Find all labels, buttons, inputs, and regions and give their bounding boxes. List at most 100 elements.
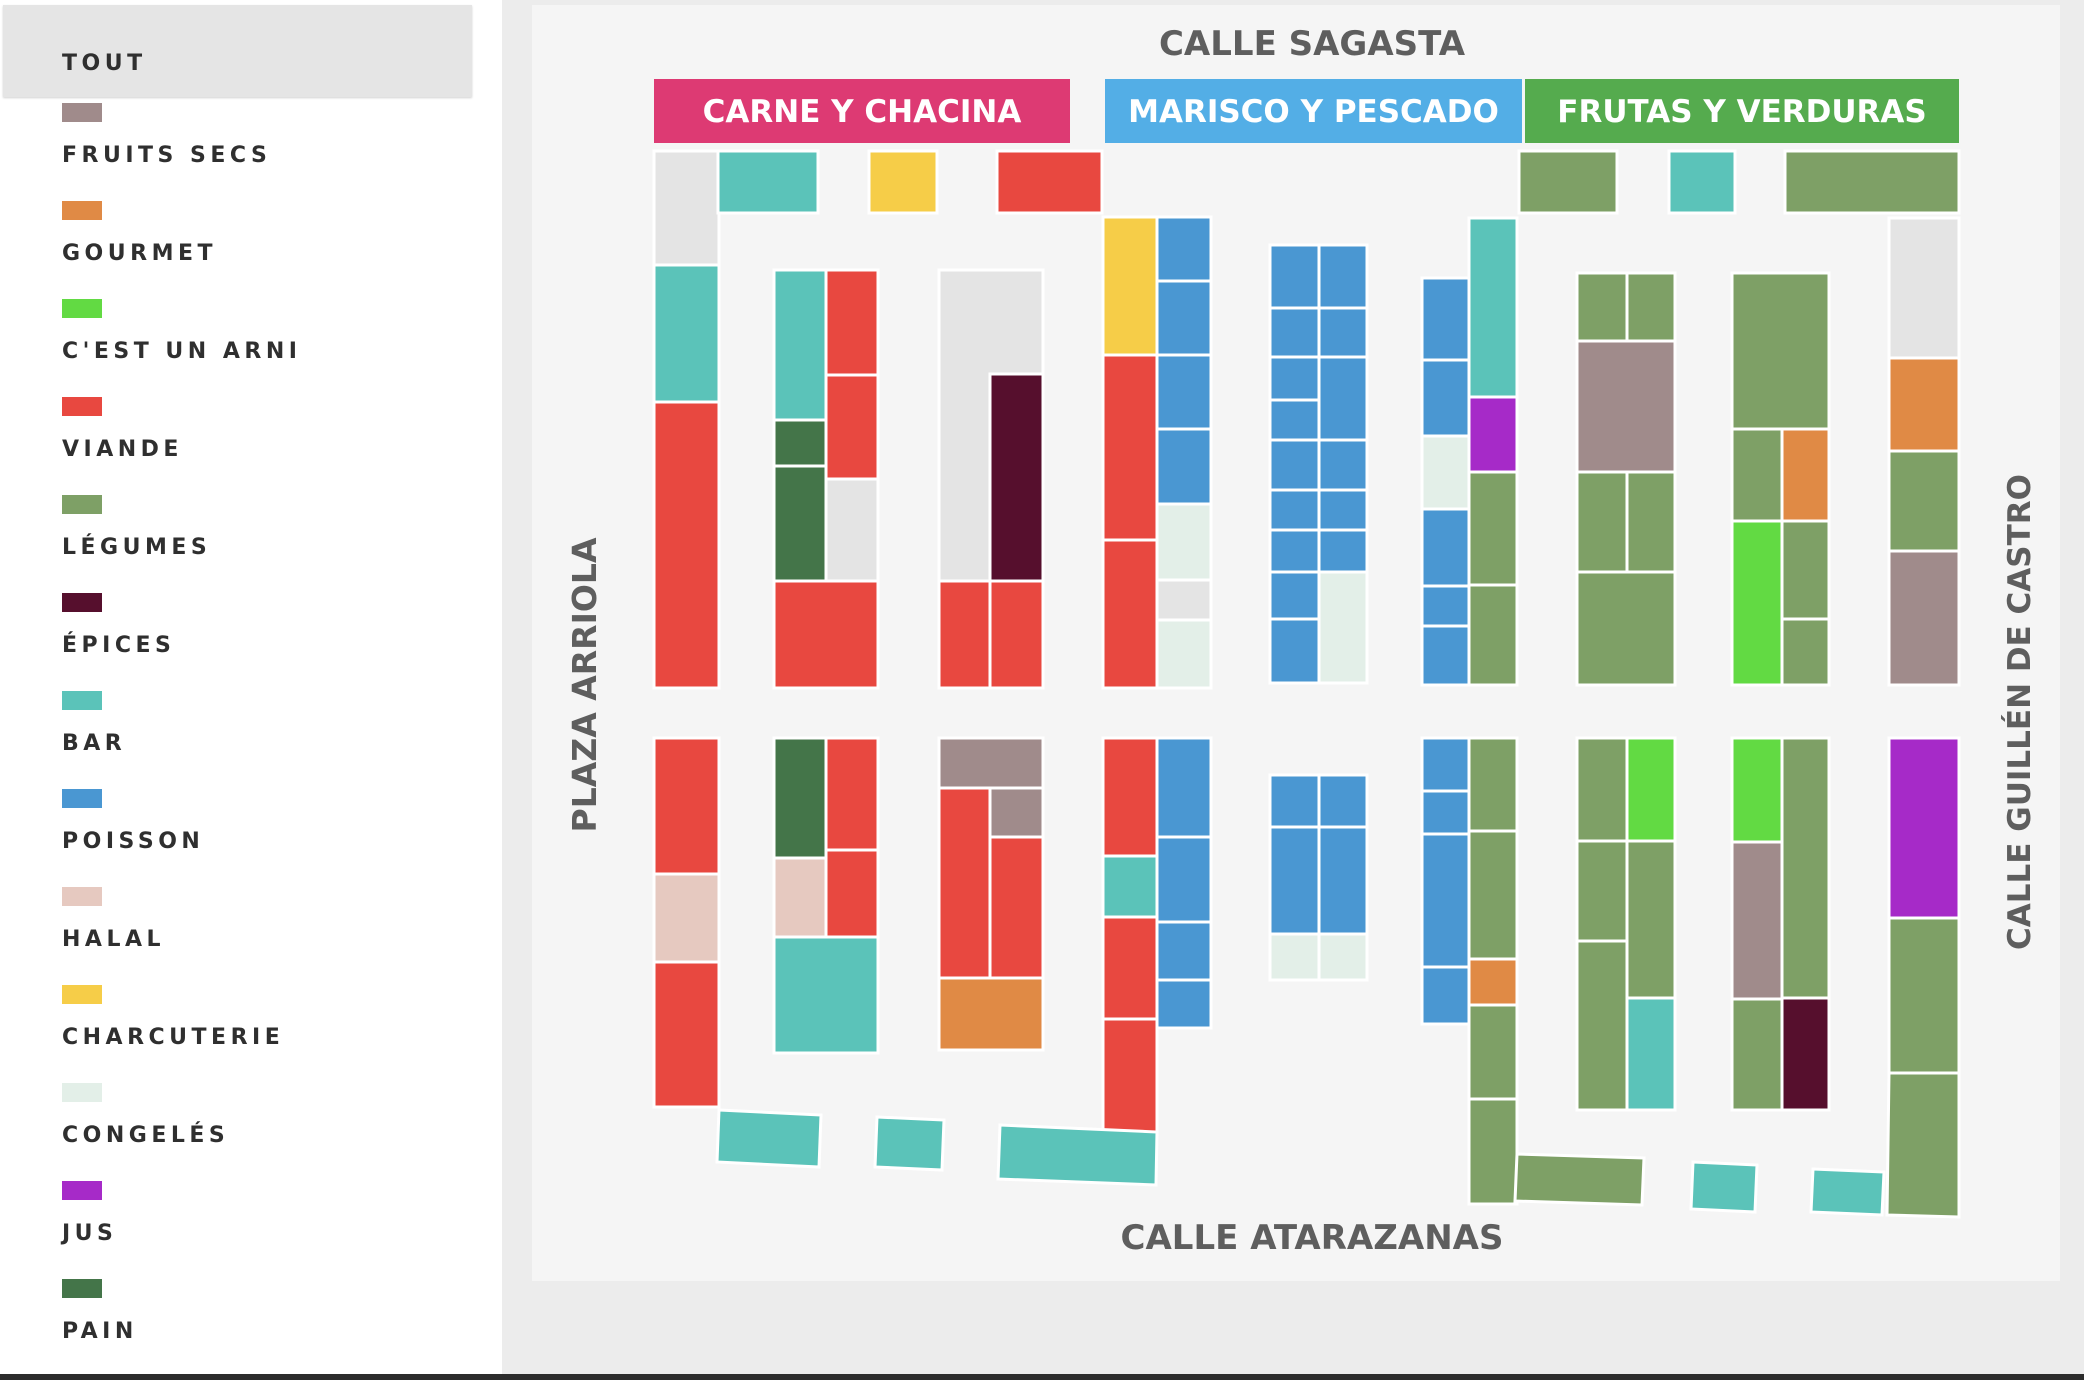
market-stall[interactable]	[1101, 353, 1159, 542]
market-stall[interactable]	[988, 786, 1045, 839]
market-stall[interactable]	[1885, 1071, 1961, 1219]
market-stall[interactable]	[1887, 736, 1961, 920]
market-stall[interactable]	[1155, 427, 1213, 506]
market-stall[interactable]	[1101, 736, 1159, 858]
market-stall[interactable]	[1420, 358, 1471, 438]
market-stall[interactable]	[1780, 736, 1831, 1000]
market-stall[interactable]	[824, 373, 880, 481]
market-stall[interactable]	[824, 268, 880, 377]
filter-item-epices[interactable]: ÉPICES	[0, 593, 480, 683]
market-stall[interactable]	[1317, 355, 1369, 442]
market-stall[interactable]	[1268, 438, 1321, 492]
market-stall[interactable]	[1625, 736, 1677, 843]
market-stall[interactable]	[1317, 932, 1369, 982]
market-stall[interactable]	[652, 736, 721, 876]
market-stall[interactable]	[772, 579, 880, 690]
market-stall[interactable]	[1268, 825, 1321, 936]
market-stall[interactable]	[772, 464, 828, 583]
market-stall[interactable]	[1467, 957, 1519, 1007]
market-stall[interactable]	[1268, 306, 1321, 359]
market-stall[interactable]	[1268, 932, 1321, 982]
market-stall[interactable]	[1575, 271, 1629, 343]
market-stall[interactable]	[652, 872, 721, 964]
market-stall[interactable]	[1689, 1160, 1759, 1214]
filter-item-gourmet[interactable]: GOURMET	[0, 201, 480, 291]
market-stall[interactable]	[1317, 438, 1369, 492]
market-stall[interactable]	[1780, 519, 1831, 621]
market-stall[interactable]	[1268, 617, 1321, 685]
market-stall[interactable]	[1625, 996, 1677, 1112]
market-stall[interactable]	[1420, 789, 1471, 836]
market-stall[interactable]	[1809, 1167, 1886, 1217]
filter-item-viande[interactable]: VIANDE	[0, 397, 480, 487]
market-stall[interactable]	[1625, 271, 1677, 343]
filter-item-c-est-un-arni[interactable]: C'EST UN ARNI	[0, 299, 480, 389]
market-stall[interactable]	[867, 149, 939, 215]
market-stall[interactable]	[824, 477, 880, 583]
market-stall[interactable]	[937, 579, 992, 690]
market-stall[interactable]	[1467, 736, 1519, 833]
market-stall[interactable]	[1730, 736, 1784, 844]
market-stall[interactable]	[1575, 736, 1629, 843]
market-stall[interactable]	[824, 736, 880, 852]
filter-all-button[interactable]: TOUT	[3, 5, 472, 97]
market-stall[interactable]	[1575, 339, 1677, 474]
market-stall[interactable]	[1268, 528, 1321, 574]
market-stall[interactable]	[1887, 356, 1961, 453]
market-stall[interactable]	[1467, 583, 1519, 687]
market-stall[interactable]	[1317, 528, 1369, 574]
market-stall[interactable]	[1268, 398, 1321, 442]
market-stall[interactable]	[1101, 538, 1159, 690]
market-stall[interactable]	[1317, 306, 1369, 359]
market-stall[interactable]	[1667, 149, 1737, 215]
market-stall[interactable]	[1155, 835, 1213, 924]
market-stall[interactable]	[1730, 519, 1784, 687]
market-stall[interactable]	[1420, 832, 1471, 969]
market-stall[interactable]	[1467, 1097, 1519, 1206]
market-stall[interactable]	[1155, 215, 1213, 283]
market-stall[interactable]	[988, 835, 1045, 980]
market-stall[interactable]	[1155, 920, 1213, 982]
market-stall[interactable]	[772, 268, 828, 422]
market-stall[interactable]	[1317, 570, 1369, 685]
market-stall[interactable]	[1420, 624, 1471, 687]
market-stall[interactable]	[1420, 965, 1471, 1026]
market-stall[interactable]	[1155, 736, 1213, 839]
market-stall[interactable]	[652, 960, 721, 1109]
market-stall[interactable]	[1155, 353, 1213, 431]
market-stall[interactable]	[716, 149, 820, 215]
market-stall[interactable]	[1467, 829, 1519, 961]
market-stall[interactable]	[988, 579, 1045, 690]
market-stall[interactable]	[1155, 618, 1213, 690]
market-stall[interactable]	[1155, 578, 1213, 622]
market-stall[interactable]	[1730, 840, 1784, 1001]
filter-item-fruits-secs[interactable]: FRUITS SECS	[0, 103, 480, 193]
market-stall[interactable]	[1467, 470, 1519, 587]
market-stall[interactable]	[1155, 279, 1213, 357]
market-stall[interactable]	[1317, 773, 1369, 829]
market-stall[interactable]	[772, 856, 828, 939]
market-stall[interactable]	[1420, 584, 1471, 628]
market-stall[interactable]	[1317, 488, 1369, 532]
market-stall[interactable]	[937, 736, 1045, 790]
market-stall[interactable]	[1101, 1017, 1159, 1136]
market-stall[interactable]	[1467, 216, 1519, 399]
market-stall[interactable]	[1467, 1003, 1519, 1101]
filter-item-charcuterie[interactable]: CHARCUTERIE	[0, 985, 480, 1075]
market-stall[interactable]	[1780, 617, 1831, 687]
market-stall[interactable]	[1887, 549, 1961, 687]
market-stall[interactable]	[1268, 570, 1321, 621]
market-stall[interactable]	[652, 149, 721, 267]
market-stall[interactable]	[772, 418, 828, 468]
market-stall[interactable]	[1420, 434, 1471, 511]
market-stall[interactable]	[1268, 243, 1321, 310]
market-stall[interactable]	[1101, 215, 1159, 357]
market-stall[interactable]	[1730, 997, 1784, 1112]
market-stall[interactable]	[1517, 149, 1619, 215]
market-stall[interactable]	[1317, 825, 1369, 936]
market-stall[interactable]	[1887, 216, 1961, 360]
market-stall[interactable]	[1101, 854, 1159, 919]
market-stall[interactable]	[1420, 507, 1471, 588]
filter-item-poisson[interactable]: POISSON	[0, 789, 480, 879]
market-stall[interactable]	[1575, 839, 1629, 943]
